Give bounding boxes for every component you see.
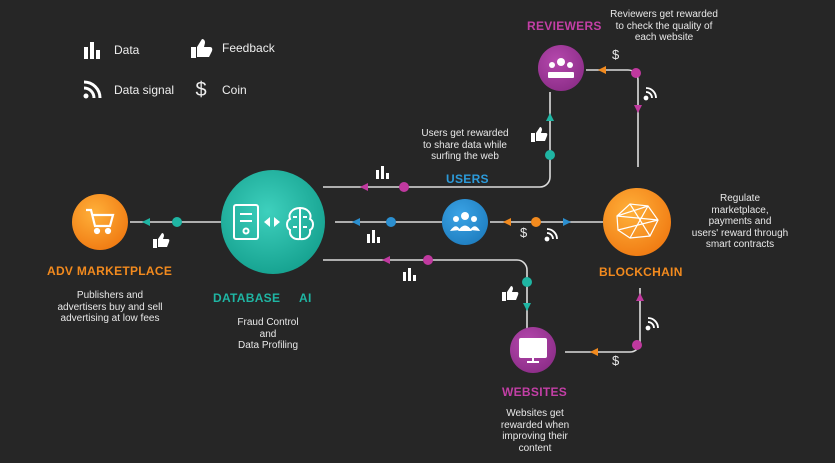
- bar-chart-icon-users: [376, 166, 389, 179]
- line-hub-websites: [323, 259, 528, 330]
- coin-symbol-center: $: [520, 225, 528, 240]
- websites-node: [510, 327, 556, 373]
- connector-lines: [130, 69, 641, 353]
- legend-feedback-label: Feedback: [222, 41, 275, 55]
- brain-ai-icon: [286, 206, 314, 241]
- arrow-users: [360, 183, 368, 191]
- thumbs-up-icon-adv: [153, 233, 170, 248]
- bar-chart-icon-websites: [403, 268, 416, 281]
- adv-marketplace-node: [72, 194, 128, 250]
- cart-icon: [86, 208, 115, 235]
- thumbs-up-icon-websites: [502, 286, 519, 301]
- arrow-websites-left: [382, 256, 390, 264]
- arrow-reviewers-down: [634, 105, 642, 113]
- coin-symbol-reviewers: $: [612, 47, 620, 62]
- bar-chart-icon: [80, 38, 106, 62]
- line-blockchain-websites: [565, 288, 641, 353]
- legend-data: Data: [80, 38, 139, 62]
- dot-reviewers: [631, 68, 641, 78]
- bar-chart-icon-hub: [367, 230, 380, 243]
- legend-data-label: Data: [114, 43, 140, 57]
- arrow-blockchain-right: [563, 218, 571, 226]
- reviewers-node: [538, 45, 584, 91]
- signal-icon-websites: [645, 317, 659, 331]
- connector-dots: [172, 68, 642, 350]
- line-hub-users: [323, 92, 551, 188]
- exchange-arrows-icon: [264, 217, 280, 227]
- reviewers-group-icon: [548, 58, 574, 78]
- legend-data-signal-label: Data signal: [114, 83, 175, 97]
- blockchain-node: [603, 188, 671, 256]
- reviewers-title: REVIEWERS: [527, 19, 602, 33]
- network-mesh-icon: [616, 203, 659, 239]
- center-users-node: [442, 199, 488, 245]
- arrow-blockchain-up: [636, 293, 644, 301]
- blockchain-title: BLOCKCHAIN: [599, 265, 683, 279]
- signal-icon: [80, 78, 106, 102]
- dot-users: [399, 182, 409, 192]
- line-reviewers-blockchain: [586, 69, 639, 167]
- coin-symbol-websites: $: [612, 353, 620, 368]
- arrow-reviewers: [598, 66, 606, 74]
- arrow-adv: [142, 218, 150, 226]
- hub-node: [221, 170, 325, 274]
- signal-icon-reviewers: [643, 87, 657, 101]
- dollar-icon: $: [195, 78, 207, 101]
- adv-marketplace-title: ADV MARKETPLACE: [47, 264, 173, 278]
- arrow-websites-down: [523, 303, 531, 311]
- arrow-users-up: [546, 113, 554, 121]
- dot-adv: [172, 217, 182, 227]
- signal-icon-center: [544, 228, 558, 242]
- database-title: DATABASE: [213, 291, 281, 305]
- legend-data-signal: Data signal: [80, 78, 174, 102]
- legend-coin: $ Coin: [188, 78, 247, 102]
- websites-title: WEBSITES: [502, 385, 568, 399]
- group-users-icon: [450, 212, 480, 231]
- dot-websites-down: [522, 277, 532, 287]
- ai-title: AI: [299, 291, 312, 305]
- dot-hub-center: [386, 217, 396, 227]
- monitor-icon: [519, 338, 547, 363]
- thumbs-up-icon: [188, 36, 214, 60]
- thumbs-up-icon-users: [531, 127, 548, 142]
- dot-websites: [423, 255, 433, 265]
- arrow-blockchain-websites: [590, 348, 598, 356]
- legend-feedback: Feedback: [188, 36, 275, 60]
- arrowheads: [142, 66, 644, 356]
- database-icon: [233, 204, 259, 240]
- dot-blockchain-websites: [632, 340, 642, 350]
- arrow-center-right: [503, 218, 511, 226]
- legend-coin-label: Coin: [222, 83, 247, 97]
- arrow-hub-left: [352, 218, 360, 226]
- dot-center-blockchain: [531, 217, 541, 227]
- users-title: USERS: [446, 172, 489, 186]
- dot-users-up: [545, 150, 555, 160]
